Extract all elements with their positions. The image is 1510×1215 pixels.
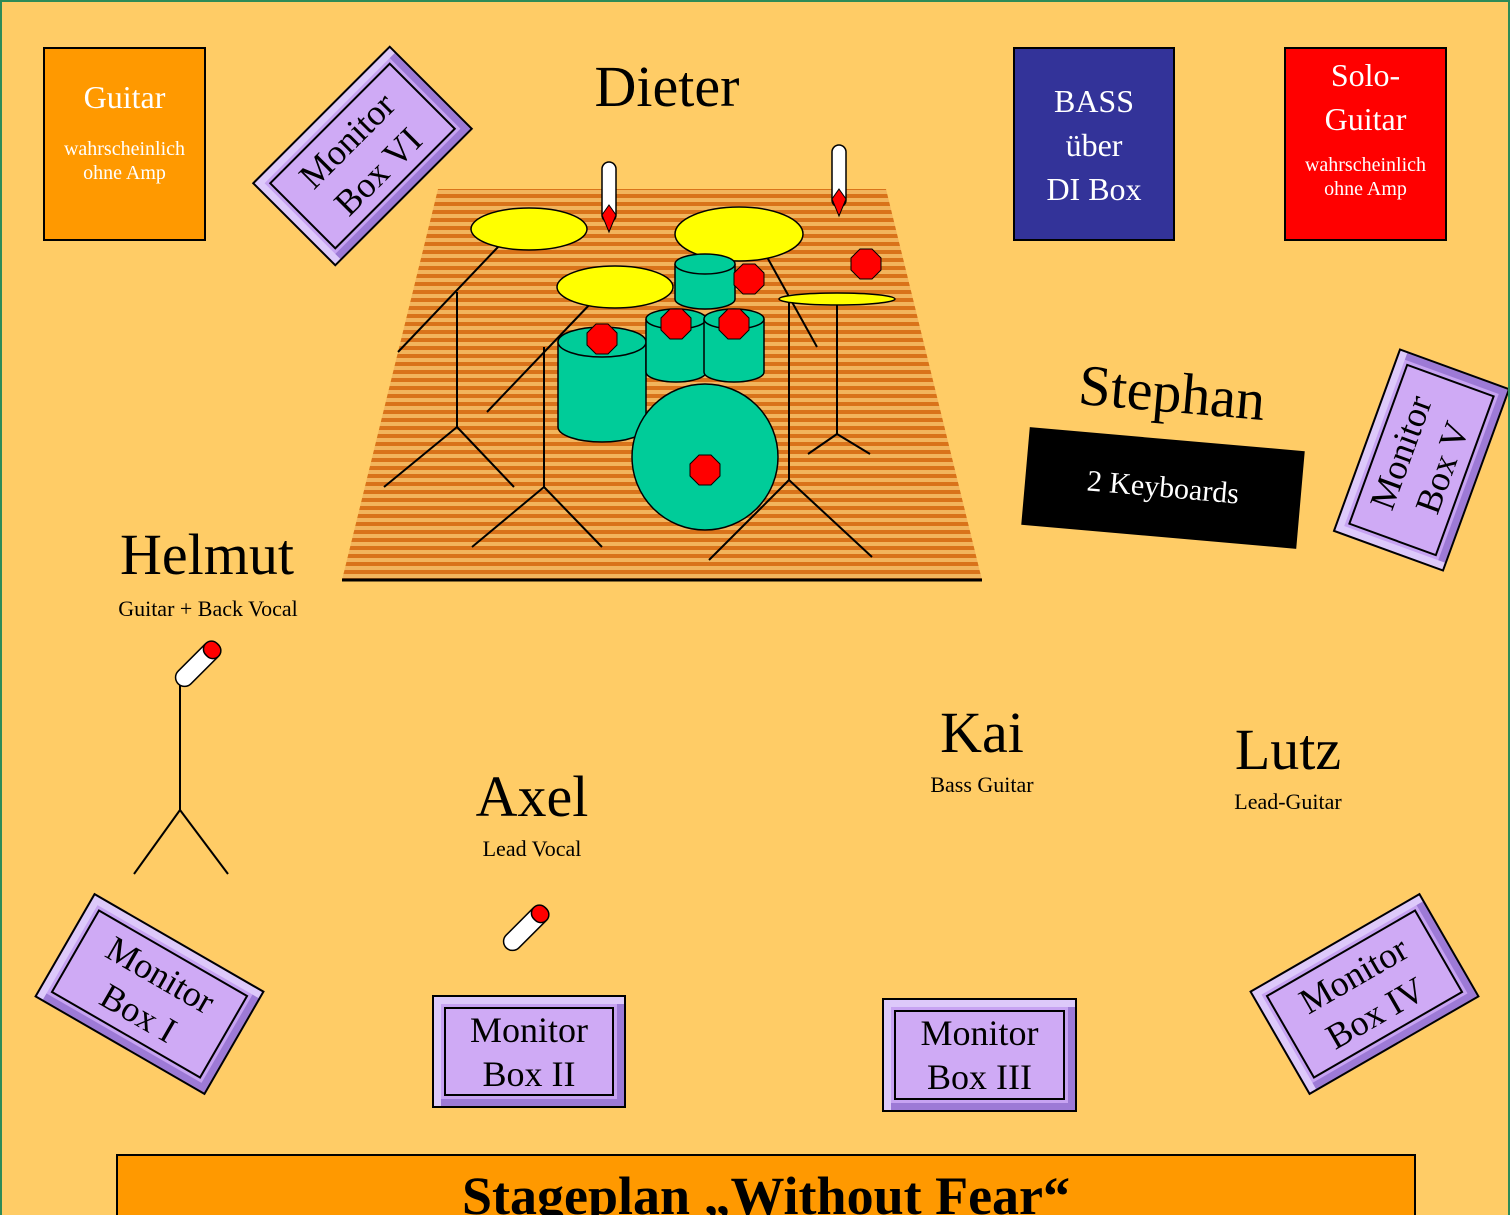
cymbal-stand-mid — [471, 301, 603, 548]
guitar-amp: Guitar wahrscheinlich ohne Amp — [43, 47, 206, 241]
drum-riser-platform — [342, 189, 982, 580]
dieter-label: Dieter — [594, 54, 740, 119]
stageplan-title: Stageplan „Without Fear“ — [116, 1154, 1416, 1215]
monitor-box-ii: Monitor Box II — [432, 995, 626, 1108]
guitar-amp-title: Guitar — [83, 79, 166, 115]
helmut-role: Guitar + Back Vocal — [118, 596, 298, 621]
mic-marker-bass-drum — [689, 454, 721, 486]
solo-amp-line2: Guitar — [1324, 101, 1407, 137]
axel-role: Lead Vocal — [482, 836, 582, 861]
bass-amp-line2: über — [1065, 127, 1123, 163]
mic-marker-tom-small — [733, 263, 765, 295]
guitar-amp-note: wahrscheinlich ohne Amp — [63, 138, 186, 184]
mic-marker-rack-tom-right — [718, 308, 750, 340]
tom-small — [674, 253, 736, 310]
monitor-iii-line2: Box III — [927, 1057, 1032, 1097]
kai-role: Bass Guitar — [930, 772, 1034, 797]
ride-cymbal — [674, 206, 804, 262]
mic-marker-floor-tom — [586, 323, 618, 355]
mic-marker-rack-tom-left — [660, 308, 692, 340]
monitor-ii-line2: Box II — [482, 1053, 576, 1094]
kai-label: Kai — [940, 700, 1024, 765]
hihat-stand — [807, 302, 871, 455]
lutz-label: Lutz — [1234, 717, 1342, 782]
bass-amp: BASS über DI Box — [1013, 47, 1175, 241]
bass-amp-line1: BASS — [1053, 83, 1135, 119]
axel-label: Axel — [475, 764, 589, 829]
crash-cymbal-left — [470, 207, 588, 251]
bass-amp-line3: DI Box — [1046, 171, 1142, 207]
helmut-mic-stand — [133, 640, 229, 875]
drum-mic-markers — [586, 248, 882, 486]
helmut-label: Helmut — [120, 522, 294, 587]
solo-guitar-amp: Solo- Guitar wahrscheinlich ohne Amp — [1284, 47, 1447, 241]
cymbal-stand-right — [708, 256, 873, 561]
overhead-mic-left — [601, 161, 617, 234]
monitor-iii-line1: Monitor — [920, 1013, 1039, 1053]
monitor-ii-line1: Monitor — [469, 1009, 588, 1050]
axel-mic — [502, 904, 550, 952]
monitor-box-iii: Monitor Box III — [882, 998, 1077, 1112]
lutz-role: Lead-Guitar — [1234, 789, 1342, 814]
overhead-mic-right — [831, 144, 847, 218]
hihat-cymbal — [778, 292, 896, 306]
solo-amp-note: wahrscheinlich ohne Amp — [1304, 154, 1427, 200]
crash-cymbal-mid — [556, 265, 674, 309]
solo-amp-line1: Solo- — [1330, 57, 1401, 93]
cymbal-stand-left — [383, 246, 515, 488]
mic-marker-hihat — [850, 248, 882, 280]
